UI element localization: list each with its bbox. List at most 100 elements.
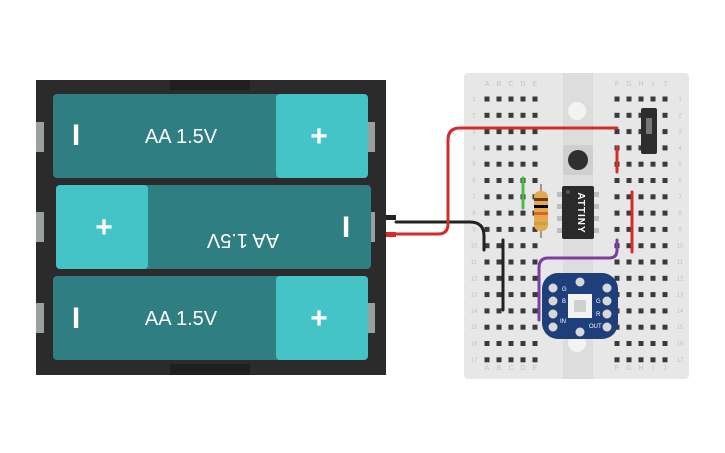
- breadboard-hole[interactable]: [662, 129, 668, 135]
- wires[interactable]: [394, 126, 634, 322]
- breadboard-hole[interactable]: [508, 145, 514, 151]
- breadboard-hole[interactable]: [484, 259, 490, 265]
- breadboard-hole[interactable]: [626, 96, 632, 102]
- breadboard-hole[interactable]: [496, 178, 502, 183]
- breadboard-hole[interactable]: [496, 292, 502, 298]
- breadboard-hole[interactable]: [484, 308, 490, 314]
- breadboard-hole[interactable]: [650, 259, 656, 265]
- breadboard-hole[interactable]: [520, 96, 526, 102]
- breadboard-hole[interactable]: [614, 341, 620, 346]
- breadboard-hole[interactable]: [626, 259, 632, 265]
- breadboard-hole[interactable]: [626, 308, 632, 314]
- breadboard-hole[interactable]: [532, 292, 538, 298]
- breadboard-hole[interactable]: [626, 357, 632, 363]
- breadboard-hole[interactable]: [508, 357, 514, 363]
- breadboard-hole[interactable]: [626, 129, 632, 135]
- breadboard-hole[interactable]: [532, 243, 538, 249]
- breadboard-hole[interactable]: [626, 226, 632, 232]
- breadboard-hole[interactable]: [626, 324, 632, 330]
- battery-cell-3[interactable]: I AA 1.5V +: [53, 276, 368, 360]
- breadboard-hole[interactable]: [520, 341, 526, 346]
- breadboard-hole[interactable]: [484, 341, 490, 346]
- breadboard-hole[interactable]: [484, 324, 490, 330]
- breadboard-hole[interactable]: [496, 112, 502, 118]
- breadboard-hole[interactable]: [626, 341, 632, 346]
- breadboard-hole[interactable]: [638, 243, 644, 249]
- breadboard-hole[interactable]: [532, 341, 538, 346]
- breadboard-hole[interactable]: [520, 145, 526, 151]
- breadboard-hole[interactable]: [638, 226, 644, 232]
- breadboard-hole[interactable]: [662, 275, 668, 281]
- breadboard-hole[interactable]: [508, 275, 514, 281]
- breadboard-hole[interactable]: [532, 259, 538, 265]
- breadboard-hole[interactable]: [532, 112, 538, 118]
- breadboard-hole[interactable]: [508, 243, 514, 249]
- breadboard-hole[interactable]: [508, 292, 514, 298]
- breadboard-hole[interactable]: [508, 210, 514, 216]
- breadboard-hole[interactable]: [496, 226, 502, 232]
- breadboard-hole[interactable]: [662, 161, 668, 167]
- breadboard-hole[interactable]: [650, 324, 656, 330]
- breadboard-hole[interactable]: [520, 243, 526, 249]
- breadboard-hole[interactable]: [484, 292, 490, 298]
- breadboard-hole[interactable]: [484, 96, 490, 102]
- breadboard-hole[interactable]: [638, 324, 644, 330]
- resistor[interactable]: [534, 184, 548, 238]
- breadboard-hole[interactable]: [508, 308, 514, 314]
- breadboard-hole[interactable]: [614, 275, 620, 281]
- switch-slider[interactable]: [646, 118, 652, 134]
- breadboard-hole[interactable]: [662, 194, 668, 200]
- breadboard-hole[interactable]: [638, 275, 644, 281]
- breadboard-hole[interactable]: [662, 96, 668, 102]
- breadboard-hole[interactable]: [532, 129, 538, 135]
- breadboard-hole[interactable]: [626, 243, 632, 249]
- breadboard-hole[interactable]: [626, 210, 632, 216]
- breadboard-hole[interactable]: [650, 210, 656, 216]
- breadboard-hole[interactable]: [638, 194, 644, 200]
- breadboard-hole[interactable]: [484, 178, 490, 183]
- breadboard-hole[interactable]: [650, 178, 656, 183]
- breadboard-hole[interactable]: [520, 259, 526, 265]
- wire-red-power[interactable]: [394, 126, 619, 236]
- breadboard-hole[interactable]: [496, 210, 502, 216]
- breadboard-hole[interactable]: [650, 341, 656, 346]
- breadboard-hole[interactable]: [484, 112, 490, 118]
- breadboard-hole[interactable]: [520, 161, 526, 167]
- breadboard-hole[interactable]: [626, 275, 632, 281]
- breadboard-hole[interactable]: [614, 178, 620, 183]
- breadboard-hole[interactable]: [496, 145, 502, 151]
- breadboard-hole[interactable]: [626, 112, 632, 118]
- battery-cell-2[interactable]: + AA 1.5V I: [56, 185, 371, 269]
- breadboard-hole[interactable]: [638, 292, 644, 298]
- breadboard-hole[interactable]: [662, 226, 668, 232]
- breadboard-hole[interactable]: [508, 161, 514, 167]
- breadboard-hole[interactable]: [520, 210, 526, 216]
- breadboard-hole[interactable]: [496, 161, 502, 167]
- breadboard-hole[interactable]: [496, 243, 502, 249]
- breadboard-hole[interactable]: [496, 129, 502, 135]
- breadboard-hole[interactable]: [532, 275, 538, 281]
- breadboard-hole[interactable]: [626, 178, 632, 183]
- breadboard-hole[interactable]: [650, 226, 656, 232]
- breadboard-hole[interactable]: [662, 210, 668, 216]
- breadboard-hole[interactable]: [520, 357, 526, 363]
- breadboard-hole[interactable]: [626, 161, 632, 167]
- breadboard-hole[interactable]: [614, 194, 620, 200]
- breadboard-hole[interactable]: [520, 308, 526, 314]
- breadboard-hole[interactable]: [662, 341, 668, 346]
- breadboard-hole[interactable]: [650, 194, 656, 200]
- breadboard-hole[interactable]: [638, 259, 644, 265]
- battery-lead-red[interactable]: [386, 232, 396, 237]
- breadboard-hole[interactable]: [496, 194, 502, 200]
- breadboard-hole[interactable]: [650, 275, 656, 281]
- breadboard-hole[interactable]: [484, 129, 490, 135]
- breadboard-hole[interactable]: [662, 145, 668, 151]
- breadboard-hole[interactable]: [614, 259, 620, 265]
- breadboard-hole[interactable]: [614, 96, 620, 102]
- breadboard-hole[interactable]: [662, 112, 668, 118]
- breadboard-hole[interactable]: [614, 357, 620, 363]
- breadboard-hole[interactable]: [650, 161, 656, 167]
- breadboard-hole[interactable]: [484, 194, 490, 200]
- battery-lead-black[interactable]: [386, 215, 396, 220]
- breadboard-hole[interactable]: [662, 357, 668, 363]
